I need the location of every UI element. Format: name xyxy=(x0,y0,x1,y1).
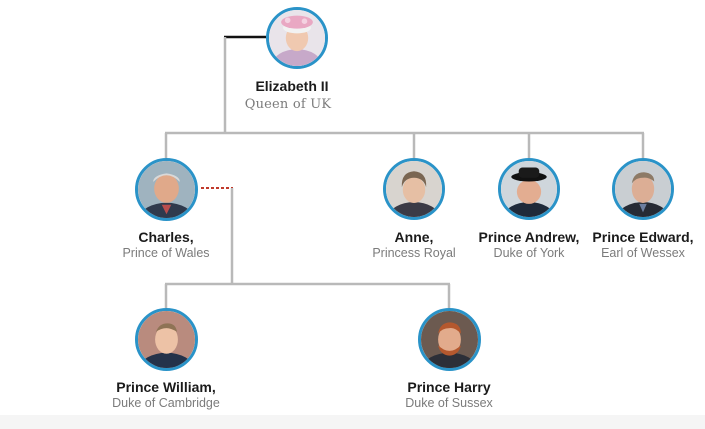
edward-portrait-avatar xyxy=(612,158,674,220)
william-portrait-avatar xyxy=(135,308,198,371)
andrew-name: Prince Andrew, xyxy=(478,229,580,245)
charles-portrait-icon xyxy=(138,161,195,218)
anne-portrait-avatar xyxy=(383,158,445,220)
harry-title: Duke of Sussex xyxy=(405,396,493,410)
harry-portrait-icon xyxy=(421,311,478,368)
harry-portrait-avatar xyxy=(418,308,481,371)
edward-name: Prince Edward, xyxy=(592,229,694,245)
queen-name: Elizabeth II xyxy=(255,78,329,94)
andrew-portrait-avatar xyxy=(498,158,560,220)
queen-portrait-icon xyxy=(269,10,325,66)
andrew-title: Duke of York xyxy=(493,246,565,260)
charles-title: Prince of Wales xyxy=(122,246,210,260)
queen-portrait-avatar xyxy=(266,7,328,69)
anne-name: Anne, xyxy=(394,229,434,245)
footer-band xyxy=(0,415,705,429)
william-name: Prince William, xyxy=(116,379,216,395)
anne-portrait-icon xyxy=(386,161,442,217)
charles-portrait-avatar xyxy=(135,158,198,221)
william-portrait-icon xyxy=(138,311,195,368)
anne-title: Princess Royal xyxy=(372,246,456,260)
charles-name: Charles, xyxy=(138,229,194,245)
andrew-portrait-icon xyxy=(501,161,557,217)
queen-title: Queen of UK xyxy=(244,97,332,112)
william-title: Duke of Cambridge xyxy=(112,396,220,410)
harry-name: Prince Harry xyxy=(407,379,491,395)
edward-portrait-icon xyxy=(615,161,671,217)
edward-title: Earl of Wessex xyxy=(601,246,685,260)
